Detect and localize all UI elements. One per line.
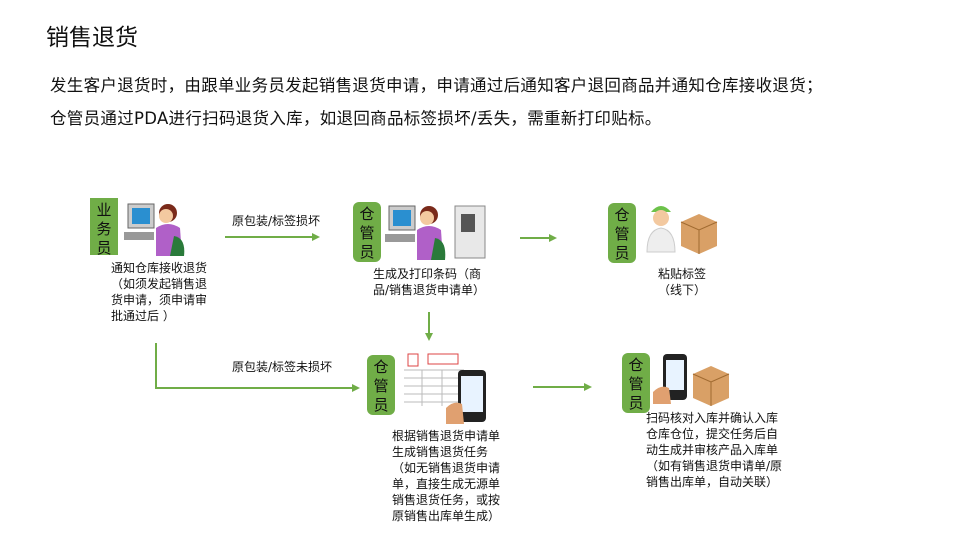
step-2-text: 生成及打印条码（商品/销售退货申请单） bbox=[373, 267, 486, 297]
worker-with-box-icon bbox=[646, 206, 718, 254]
branch-label-undamaged: 原包装/标签未损坏 bbox=[232, 360, 333, 374]
step-4-text: 根据销售退货申请单生成销售退货任务（如无销售退货申请单，直接生成无源单销售退货任… bbox=[392, 429, 501, 523]
description-line-2: 仓管员通过PDA进行扫码退货入库，如退回商品标签损坏/丢失，需重新打印贴标。 bbox=[50, 109, 662, 128]
arrow-line bbox=[155, 343, 157, 388]
arrow-head bbox=[425, 333, 433, 341]
worker-with-printer-icon bbox=[385, 205, 486, 260]
step-3-text: 粘贴标签（线下） bbox=[658, 267, 707, 297]
role-label-salesperson: 业务员 bbox=[90, 198, 118, 257]
description-line-1: 发生客户退货时，由跟单业务员发起销售退货申请，申请通过后通知客户退回商品并通知仓… bbox=[50, 76, 823, 95]
role-text: 仓管员 bbox=[628, 356, 644, 412]
arrow-line bbox=[225, 236, 313, 238]
role-text: 业务员 bbox=[96, 201, 112, 257]
arrow-head bbox=[312, 233, 320, 241]
role-label-warehouse-keeper: 仓管员 bbox=[622, 353, 650, 413]
role-label-warehouse-keeper: 仓管员 bbox=[608, 203, 636, 263]
role-text: 仓管员 bbox=[359, 205, 375, 261]
arrow-head bbox=[549, 234, 557, 242]
arrow-line bbox=[520, 237, 550, 239]
arrow-line bbox=[155, 387, 353, 389]
role-label-warehouse-keeper: 仓管员 bbox=[353, 202, 381, 262]
document-with-pda-icon bbox=[404, 353, 486, 424]
role-label-warehouse-keeper: 仓管员 bbox=[367, 355, 395, 415]
step-5-text: 扫码核对入库并确认入库仓库仓位，提交任务后自动生成并审核产品入库单（如有销售退货… bbox=[646, 411, 783, 489]
role-text: 仓管员 bbox=[373, 358, 389, 414]
page-title: 销售退货 bbox=[46, 25, 138, 51]
branch-label-damaged: 原包装/标签损坏 bbox=[232, 214, 321, 228]
arrow-head bbox=[584, 383, 592, 391]
step-1-text: 通知仓库接收退货（如须发起销售退货申请，须申请审批通过后 ） bbox=[111, 261, 208, 323]
pda-with-box-icon bbox=[653, 354, 730, 406]
arrow-head bbox=[352, 384, 360, 392]
office-worker-icon bbox=[124, 203, 185, 256]
arrow-line bbox=[533, 386, 585, 388]
role-text: 仓管员 bbox=[614, 206, 630, 262]
arrow-line bbox=[428, 312, 430, 334]
